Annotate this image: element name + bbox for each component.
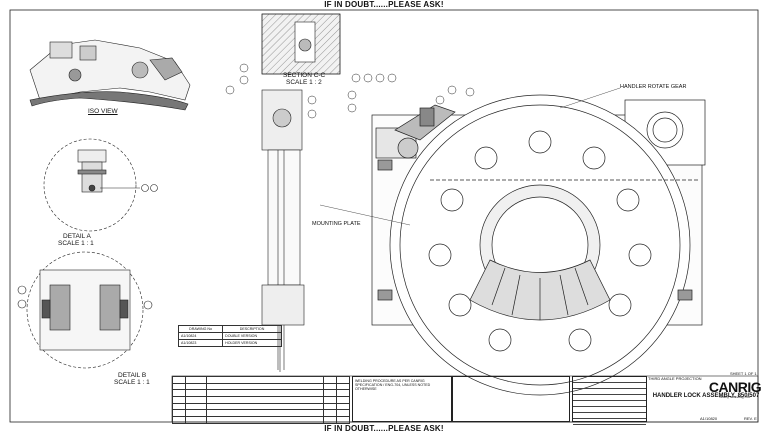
- table-row: [172, 389, 350, 398]
- company-logo: CANRIG Drilling Technology Ltd.: [706, 379, 764, 399]
- detail-a-sketch: [43, 138, 158, 232]
- welding-note: WELDING PROCEDURE AS PER CANRIG SPECIFIC…: [352, 376, 452, 422]
- detail-a-scale: SCALE 1 : 1: [58, 240, 94, 247]
- detail-b-title: DETAIL B: [118, 372, 147, 379]
- section-cc-sketch: [261, 13, 341, 75]
- iso-view-sketch: [29, 39, 191, 111]
- main-plan-view: [371, 94, 706, 396]
- detail-b-sketch: [17, 251, 153, 369]
- detail-b-scale: SCALE 1 : 1: [114, 379, 150, 386]
- section-title: SECTION C-C: [283, 72, 326, 79]
- cell: A1/10824: [177, 332, 224, 340]
- table-row: [172, 402, 350, 411]
- iso-view-title: ISO VIEW: [88, 108, 118, 115]
- projection-label: THIRD ANGLE PROJECTION: [648, 376, 702, 381]
- drawing-info-block: [572, 376, 647, 425]
- revision-table: [172, 376, 350, 424]
- table-row: A1/10824 DOUBLE VERSION: [177, 332, 282, 340]
- table-row: DRAWING No DESCRIPTION: [177, 325, 282, 333]
- header-drawing-no: DRAWING No: [177, 325, 224, 333]
- general-notes-block: [452, 376, 570, 422]
- table-row: [172, 416, 350, 424]
- document-number: A1/10820: [700, 416, 718, 421]
- company-name: CANRIG: [708, 379, 762, 395]
- item-balloons: [225, 63, 475, 119]
- bottom-banner: IF IN DOUBT......PLEASE ASK!: [324, 424, 444, 433]
- detail-a-title: DETAIL A: [63, 233, 91, 240]
- cell: HOLDER VERSION: [222, 339, 282, 347]
- cell: DOUBLE VERSION: [222, 332, 282, 340]
- table-row: [172, 382, 350, 391]
- drawing-list-table: DRAWING No DESCRIPTION A1/10824 DOUBLE V…: [177, 325, 282, 347]
- cell: A1/10823: [177, 339, 224, 347]
- handler-rotate-gear-callout: HANDLER ROTATE GEAR: [620, 84, 687, 90]
- table-row: [172, 376, 350, 384]
- mounting-plate-callout: MOUNTING PLATE: [312, 221, 361, 227]
- table-row: [172, 409, 350, 418]
- sheet-number: SHEET 1 OF 1: [730, 371, 757, 376]
- company-sub: Drilling Technology Ltd.: [719, 395, 751, 399]
- header-description: DESCRIPTION: [222, 325, 282, 333]
- table-row: [172, 396, 350, 404]
- drawing-title: HANDLER LOCK ASSEMBLY, 850/507: [652, 393, 760, 399]
- callout-leaders: [319, 87, 621, 226]
- side-elevation-sketch: [261, 89, 305, 372]
- revision-label: REV. E: [744, 416, 757, 421]
- top-banner: IF IN DOUBT......PLEASE ASK!: [324, 0, 444, 9]
- section-scale: SCALE 1 : 2: [286, 79, 322, 86]
- table-row: A1/10823 HOLDER VERSION: [177, 339, 282, 347]
